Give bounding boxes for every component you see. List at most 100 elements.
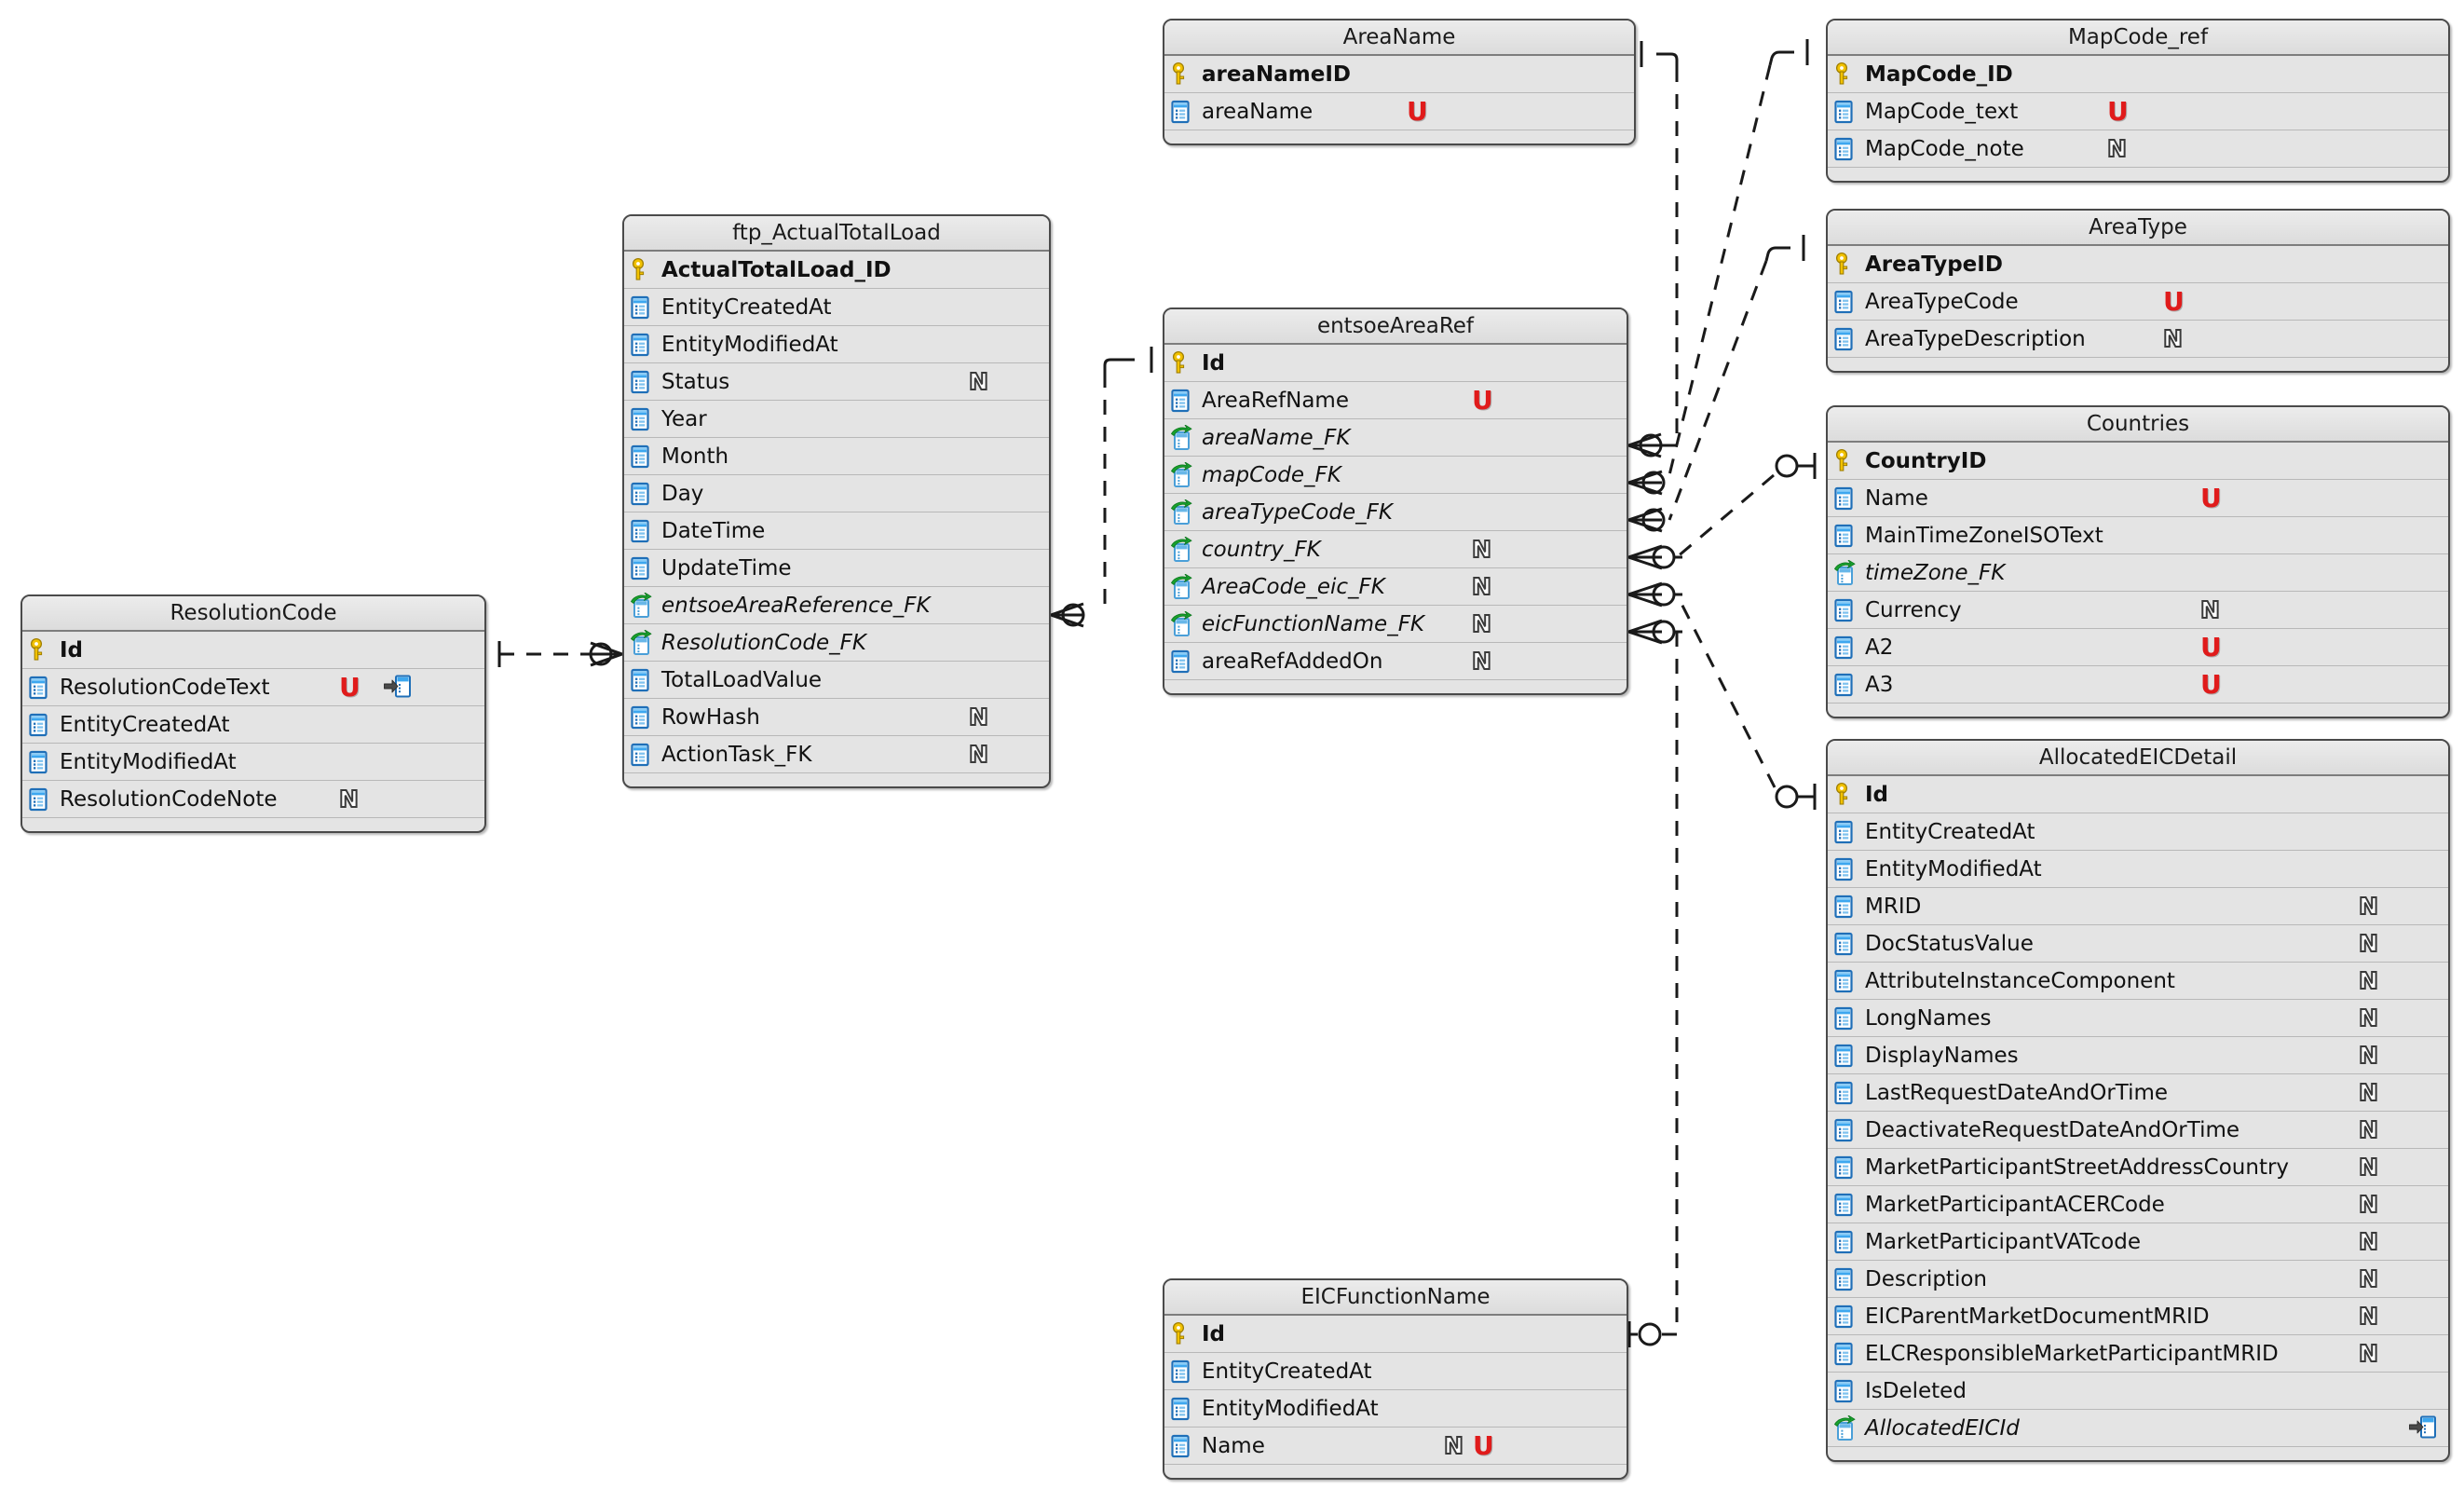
column-row[interactable]: TotalLoadValue xyxy=(624,662,1049,699)
column-row[interactable]: EntityCreatedAt xyxy=(1164,1353,1627,1390)
column-row[interactable]: areaName_FK xyxy=(1164,419,1627,457)
column-row[interactable]: areaTypeCode_FK xyxy=(1164,494,1627,531)
column-icon xyxy=(630,481,654,507)
column-row[interactable]: EntityCreatedAt xyxy=(22,706,484,744)
column-row[interactable]: UpdateTime xyxy=(624,550,1049,587)
column-row[interactable]: CountryID xyxy=(1828,443,2448,480)
column-row[interactable]: Year xyxy=(624,401,1049,438)
column-row[interactable]: MainTimeZoneISOText xyxy=(1828,517,2448,554)
column-row[interactable]: EntityCreatedAt xyxy=(1828,813,2448,851)
column-name: A2 xyxy=(1865,635,1894,660)
column-row[interactable]: EntityModifiedAt xyxy=(1164,1390,1627,1428)
column-row[interactable]: Id xyxy=(1164,1316,1627,1353)
column-row[interactable]: EntityModifiedAt xyxy=(22,744,484,781)
column-name: areaTypeCode_FK xyxy=(1202,499,1393,525)
column-icon xyxy=(1833,1080,1858,1106)
column-row[interactable]: Id xyxy=(1828,776,2448,813)
column-row[interactable]: Id xyxy=(22,632,484,669)
column-row[interactable]: Id xyxy=(1164,345,1627,382)
column-row[interactable]: DateTime xyxy=(624,512,1049,550)
column-flags: N xyxy=(2358,1229,2379,1254)
column-flags: U xyxy=(1472,387,1493,414)
column-row[interactable]: AllocatedEICId xyxy=(1828,1410,2448,1447)
entity-title: Countries xyxy=(1828,407,2448,443)
column-name: EntityCreatedAt xyxy=(1202,1359,1372,1384)
column-row[interactable]: EntityModifiedAt xyxy=(624,326,1049,363)
column-row[interactable]: mapCode_FK xyxy=(1164,457,1627,494)
column-row[interactable]: areaNameID xyxy=(1164,56,1634,93)
column-name: EntityCreatedAt xyxy=(60,712,230,737)
column-row[interactable]: MapCode_ID xyxy=(1828,56,2448,93)
column-row[interactable]: ActualTotalLoad_ID xyxy=(624,252,1049,289)
column-icon xyxy=(1833,1154,1858,1181)
nullable-marker: N xyxy=(2358,1042,2379,1069)
column-name: DisplayNames xyxy=(1865,1043,2019,1068)
column-flags: N xyxy=(1471,611,1492,636)
column-row[interactable]: Month xyxy=(624,438,1049,475)
column-name: MapCode_ID xyxy=(1865,61,2013,87)
entity-title: AllocatedEICDetail xyxy=(1828,741,2448,776)
column-row[interactable]: entsoeAreaReference_FK xyxy=(624,587,1049,624)
column-icon xyxy=(630,332,654,358)
column-row[interactable]: EntityModifiedAt xyxy=(1828,851,2448,888)
column-row[interactable]: timeZone_FK xyxy=(1828,554,2448,592)
column-row[interactable]: ResolutionCode_FK xyxy=(624,624,1049,662)
key-icon xyxy=(1833,782,1858,808)
column-row[interactable]: AreaTypeID xyxy=(1828,246,2448,283)
column-row[interactable]: Day xyxy=(624,475,1049,512)
column-row[interactable]: DisplayNames N xyxy=(1828,1037,2448,1074)
column-row[interactable]: IsDeleted xyxy=(1828,1373,2448,1410)
key-icon xyxy=(630,257,654,283)
column-row[interactable]: EntityCreatedAt xyxy=(624,289,1049,326)
rel-entsoearearef-ftp xyxy=(1050,347,1153,628)
fk-icon xyxy=(1170,573,1194,600)
nullable-marker: N xyxy=(2358,893,2379,920)
column-name: Year xyxy=(661,406,707,431)
column-flags: N xyxy=(968,704,989,730)
column-icon xyxy=(1170,388,1194,414)
column-icon xyxy=(1833,968,1858,994)
fk-icon xyxy=(1170,536,1194,563)
